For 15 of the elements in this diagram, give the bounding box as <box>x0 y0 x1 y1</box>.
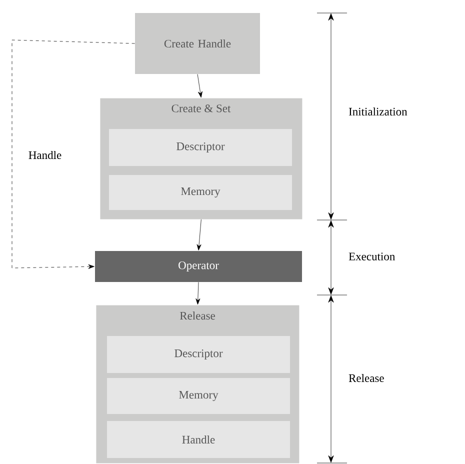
process-box: Operator <box>95 251 302 282</box>
process-box: Memory <box>109 175 292 210</box>
edge-label: Handle <box>27 150 63 160</box>
process-box: Descriptor <box>107 336 290 373</box>
arrow <box>12 40 135 269</box>
phase-label: Execution <box>348 252 395 260</box>
arrow <box>196 282 200 305</box>
arrow <box>197 74 202 98</box>
process-box: Handle <box>107 421 290 458</box>
phase-label: Release <box>348 374 384 382</box>
process-box: Memory <box>107 378 290 414</box>
phase-label: Initialization <box>348 107 408 116</box>
process-box: Create Handle <box>135 13 260 74</box>
arrow <box>196 219 202 250</box>
process-box: Descriptor <box>109 129 292 166</box>
